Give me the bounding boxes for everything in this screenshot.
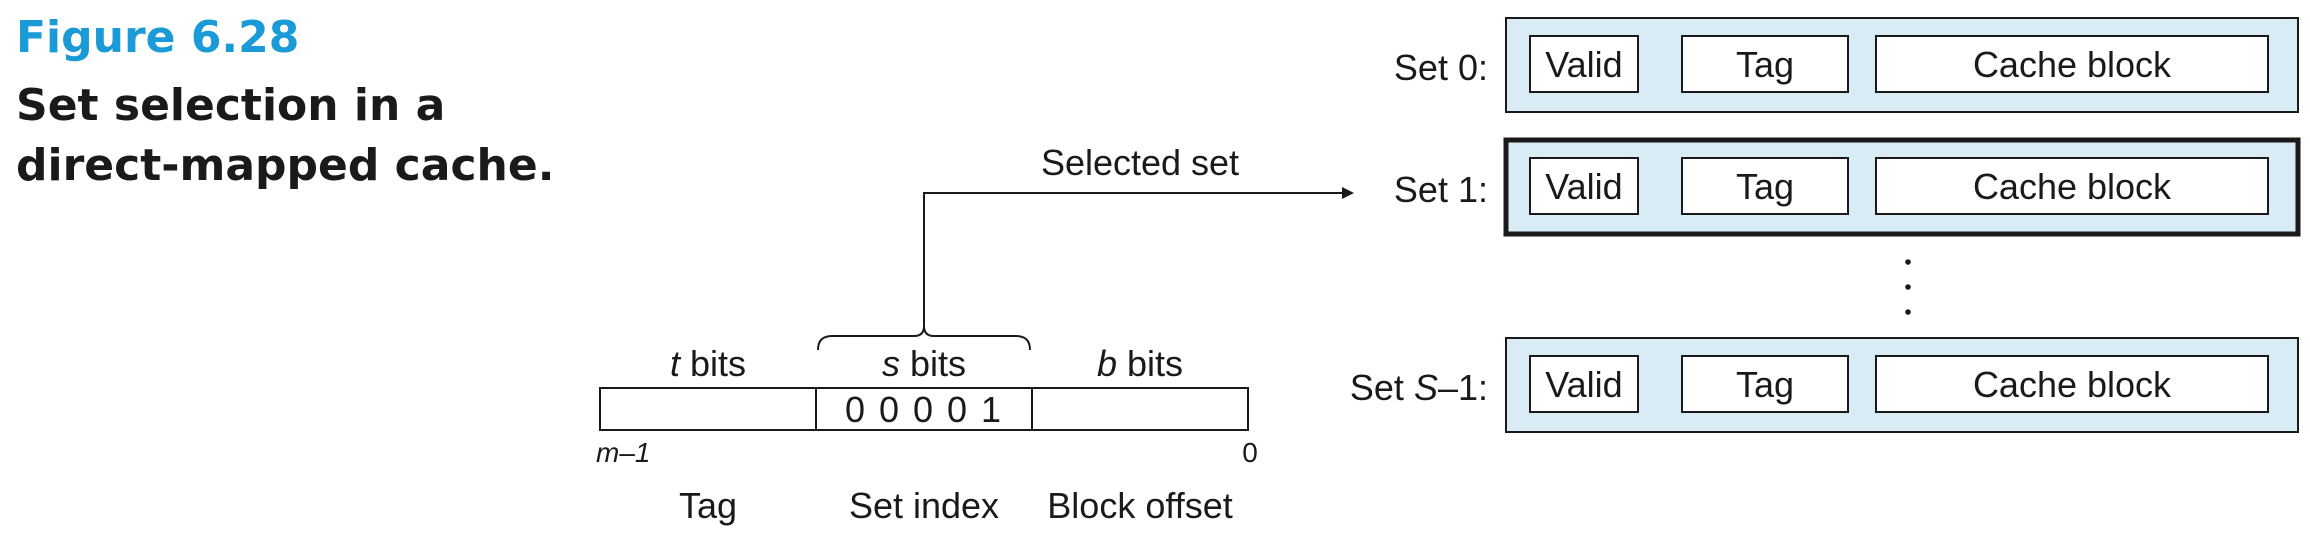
cache-block-cell-label: Cache block	[1973, 166, 2172, 207]
valid-cell	[1529, 157, 1639, 215]
tag-bits-label: t bits	[670, 343, 746, 384]
tag-cell-label: Tag	[1736, 44, 1794, 85]
cache-set-1: Set 1: Valid Tag Cache block	[1394, 137, 2301, 237]
valid-cell	[1529, 35, 1639, 93]
cache-block-cell	[1875, 35, 2269, 93]
set-label: Set S–1:	[1350, 367, 1488, 408]
set-index-field-name: Set index	[849, 485, 999, 526]
valid-cell-label: Valid	[1545, 364, 1622, 405]
tag-field-name: Tag	[679, 485, 737, 526]
ellipsis-dots	[1905, 259, 1911, 315]
cache-set-0: Set 0: Valid Tag Cache block	[1394, 17, 2299, 113]
figure-caption: Set selection in a direct-mapped cache.	[16, 80, 555, 191]
valid-cell-label: Valid	[1545, 166, 1622, 207]
selected-set-label: Selected set	[1041, 142, 1239, 183]
tag-cell-label: Tag	[1736, 166, 1794, 207]
block-offset-field-name: Block offset	[1047, 485, 1232, 526]
tag-cell-label: Tag	[1736, 364, 1794, 405]
set-label: Set 1:	[1394, 169, 1488, 210]
selected-set-arrow	[923, 187, 1354, 326]
address-block-offset-field	[1031, 387, 1249, 431]
lsb-label: 0	[1242, 437, 1258, 468]
cache-block-cell	[1875, 157, 2269, 215]
cache-block-cell-label: Cache block	[1973, 364, 2172, 405]
cache-block-cell	[1875, 355, 2269, 413]
figure-number: Figure 6.28	[16, 12, 300, 63]
offset-bits-label: b bits	[1097, 343, 1183, 384]
set-label: Set 0:	[1394, 47, 1488, 88]
msb-label: m–1	[596, 437, 650, 468]
tag-cell	[1681, 35, 1849, 93]
tag-cell	[1681, 157, 1849, 215]
address-tag-field	[599, 387, 817, 431]
valid-cell	[1529, 355, 1639, 413]
valid-cell-label: Valid	[1545, 44, 1622, 85]
tag-cell	[1681, 355, 1849, 413]
set-index-value: 0 0 0 0 1	[845, 389, 1003, 430]
address-field: t bits s bits b bits 0 0 0 0 1 m–1 0 Tag…	[596, 343, 1258, 526]
set-bits-label: s bits	[882, 343, 966, 384]
cache-block-cell-label: Cache block	[1973, 44, 2172, 85]
cache-set-last: Set S–1: Valid Tag Cache block	[1350, 337, 2299, 433]
